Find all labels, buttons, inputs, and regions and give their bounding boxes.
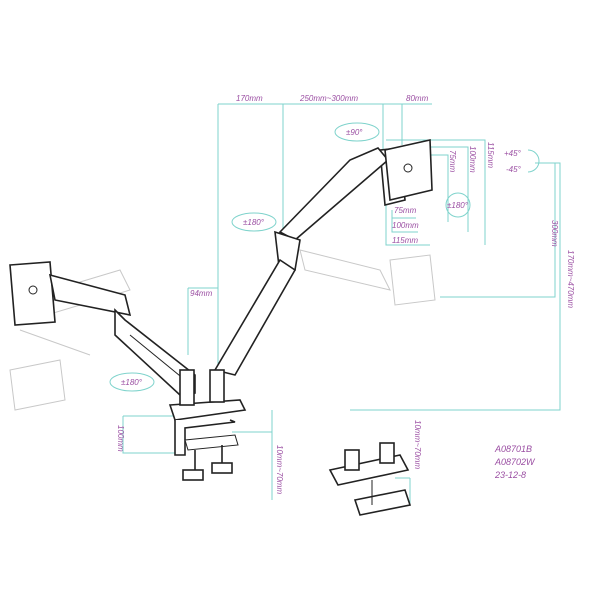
- rot-monitor: ±180°: [447, 201, 469, 210]
- dim-top-mid: 250mm~300mm: [299, 94, 358, 103]
- right-arm: [213, 139, 433, 376]
- revision-date: 23-12-8: [494, 470, 526, 480]
- dim-height-300: 300mm: [550, 220, 559, 247]
- grommet-mount: [328, 442, 412, 516]
- rot-swivel-top: ±90°: [346, 128, 363, 137]
- dim-grommet-thickness: 10mm~70mm: [413, 420, 422, 469]
- tilt-down: -45°: [506, 165, 522, 174]
- dim-vesa-v-inner: 75mm: [448, 150, 457, 173]
- dim-vesa-h-mid: 100mm: [392, 221, 419, 230]
- rot-arm-lower: ±180°: [121, 378, 143, 387]
- tilt-up: +45°: [504, 149, 522, 158]
- dim-top-right: 80mm: [406, 94, 429, 103]
- rotation-indicators: [109, 122, 540, 392]
- model-code-2: A08702W: [494, 457, 536, 467]
- dim-clamp-thickness: 10mm~70mm: [275, 445, 284, 494]
- dim-vesa-v-outer: 115mm: [486, 142, 495, 168]
- left-arm: [9, 261, 196, 396]
- dim-clamp-depth: 100mm: [116, 425, 125, 452]
- dim-vesa-h-outer: 115mm: [392, 236, 418, 245]
- dim-height-range: 170mm~470mm: [566, 250, 575, 308]
- dimension-lines: [122, 103, 561, 504]
- model-code-1: A08701B: [494, 444, 532, 454]
- desk-clamp: [168, 369, 247, 481]
- dim-post-offset: 94mm: [190, 289, 213, 298]
- rot-arm-upper: ±180°: [243, 218, 265, 227]
- dim-vesa-h-inner: 75mm: [394, 206, 417, 215]
- dim-top-left: 170mm: [236, 94, 263, 103]
- dim-vesa-v-mid: 100mm: [468, 146, 477, 173]
